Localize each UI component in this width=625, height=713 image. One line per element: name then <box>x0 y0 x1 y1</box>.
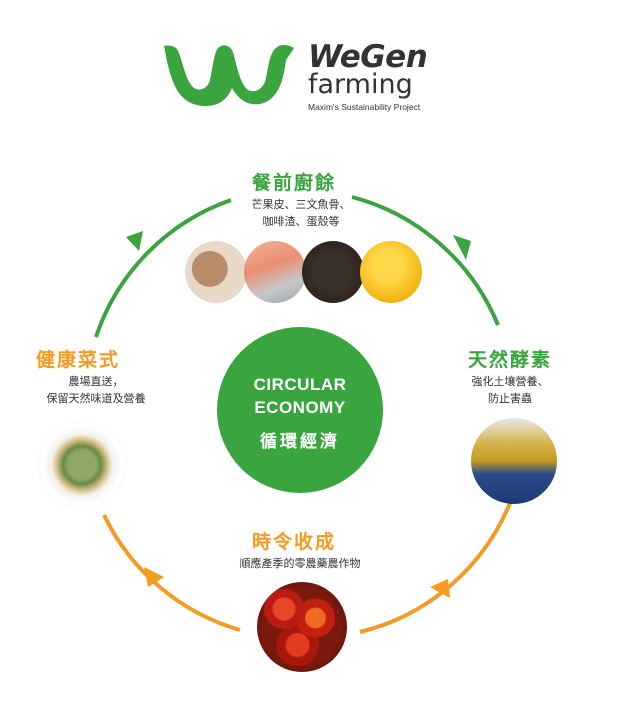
tomatoes-photo <box>257 582 347 672</box>
logo-name: WeGen <box>308 39 428 75</box>
enzyme-barrel-photo <box>471 418 557 504</box>
centre-line-2: ECONOMY <box>254 398 346 417</box>
coffee-grounds-photo <box>302 241 364 303</box>
stage-top-desc-1: 芒果皮、三文魚骨、 <box>251 198 351 211</box>
arrow-top-to-right <box>351 195 500 326</box>
stage-bottom-desc-1: 順應產季的零農藥農作物 <box>239 557 361 570</box>
arrow-head-bottom-left <box>144 567 164 587</box>
mango-peel-photo <box>360 241 422 303</box>
stage-top-title: 餐前廚餘 <box>252 172 337 194</box>
arrow-head-left-top <box>126 231 143 251</box>
coffee-photo <box>185 241 247 303</box>
stage-right-title: 天然酵素 <box>468 349 553 371</box>
circular-economy-centre: CIRCULAR ECONOMY 循環經濟 <box>217 327 383 493</box>
stage-left-desc-1: 農場直送， <box>68 375 124 388</box>
stage-right-desc-1: 強化土壤營養、 <box>471 375 549 388</box>
stage-left-desc-2: 保留天然味道及營養 <box>46 392 146 405</box>
stage-right-desc-2: 防止害蟲 <box>488 392 532 405</box>
arrow-right-to-bottom <box>359 502 512 634</box>
arrow-bottom-to-left <box>102 514 241 632</box>
logo-subtitle: farming <box>308 69 413 100</box>
arrow-head-top-right <box>453 235 471 260</box>
stage-left-title: 健康菜式 <box>36 349 121 371</box>
arrow-head-right-bottom <box>430 579 450 598</box>
stage-bottom-title: 時令收成 <box>252 531 337 553</box>
healthy-dish-photo <box>37 420 127 510</box>
wegen-logo-mark <box>164 45 294 106</box>
stage-top-desc-2: 咖啡渣、蛋殼等 <box>262 215 340 228</box>
wegen-logo: WeGen farming Maxim's Sustainability Pro… <box>160 40 460 120</box>
salmon-bones-photo <box>244 241 306 303</box>
centre-line-1: CIRCULAR <box>253 375 347 394</box>
centre-line-3: 循環經濟 <box>260 432 340 452</box>
arrow-left-to-top <box>94 198 232 338</box>
logo-tagline: Maxim's Sustainability Project <box>308 102 421 112</box>
